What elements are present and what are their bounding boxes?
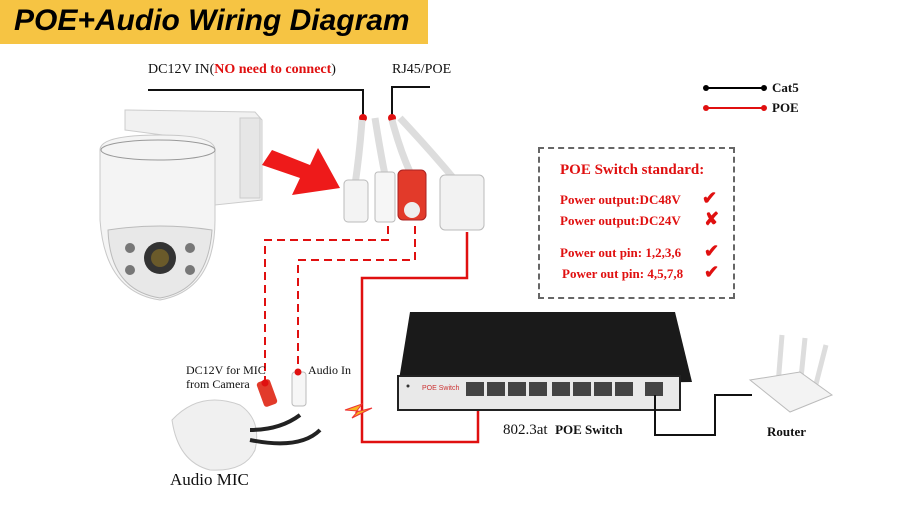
title-bar: POE+Audio Wiring Diagram xyxy=(0,0,428,44)
rj45-connector xyxy=(439,174,485,231)
legend-cat5-label: Cat5 xyxy=(772,80,799,95)
audio-in-label: Audio In xyxy=(308,363,351,377)
standard-heading: POE Switch standard: xyxy=(560,162,705,178)
standard-item: Power out pin: 4,5,7,8 xyxy=(562,266,684,281)
dc-jack xyxy=(343,179,369,223)
standard-item: Power output:DC24V xyxy=(560,213,681,228)
dc-plug xyxy=(374,171,396,223)
check-icon: ✔ xyxy=(704,241,720,261)
audio-mic xyxy=(171,368,322,471)
cross-icon: ✘ xyxy=(704,209,720,229)
cat5-wire xyxy=(654,394,752,436)
lightning-icon xyxy=(344,402,373,419)
check-icon: ✔ xyxy=(704,262,720,282)
router xyxy=(748,334,834,413)
rj45-callout-line xyxy=(391,86,430,117)
ptz-camera xyxy=(99,109,263,301)
audio-mic-label: Audio MIC xyxy=(170,470,249,489)
red-arrow xyxy=(262,148,340,195)
poe-wire xyxy=(360,232,480,444)
audio-in-wire xyxy=(297,226,416,372)
dc-in-label: DC12V IN(NO need to connect) xyxy=(148,62,336,77)
rj45-label: RJ45/POE xyxy=(392,62,452,77)
camera-cables xyxy=(351,115,458,186)
standard-item: Power output:DC48V xyxy=(560,192,681,207)
router-label: Router xyxy=(767,424,806,439)
legend-poe-label: POE xyxy=(772,100,799,115)
page-title: POE+Audio Wiring Diagram xyxy=(14,4,410,37)
switch-label: 802.3at POE Switch xyxy=(503,422,623,438)
check-icon: ✔ xyxy=(702,188,718,208)
switch-face-label: POE Switch xyxy=(422,385,460,392)
standard-item: Power out pin: 1,2,3,6 xyxy=(560,245,682,260)
poe-standard-box xyxy=(538,147,735,299)
dc-in-callout-line xyxy=(148,89,364,117)
mic-power-wire xyxy=(264,226,389,383)
poe-switch xyxy=(397,312,692,411)
